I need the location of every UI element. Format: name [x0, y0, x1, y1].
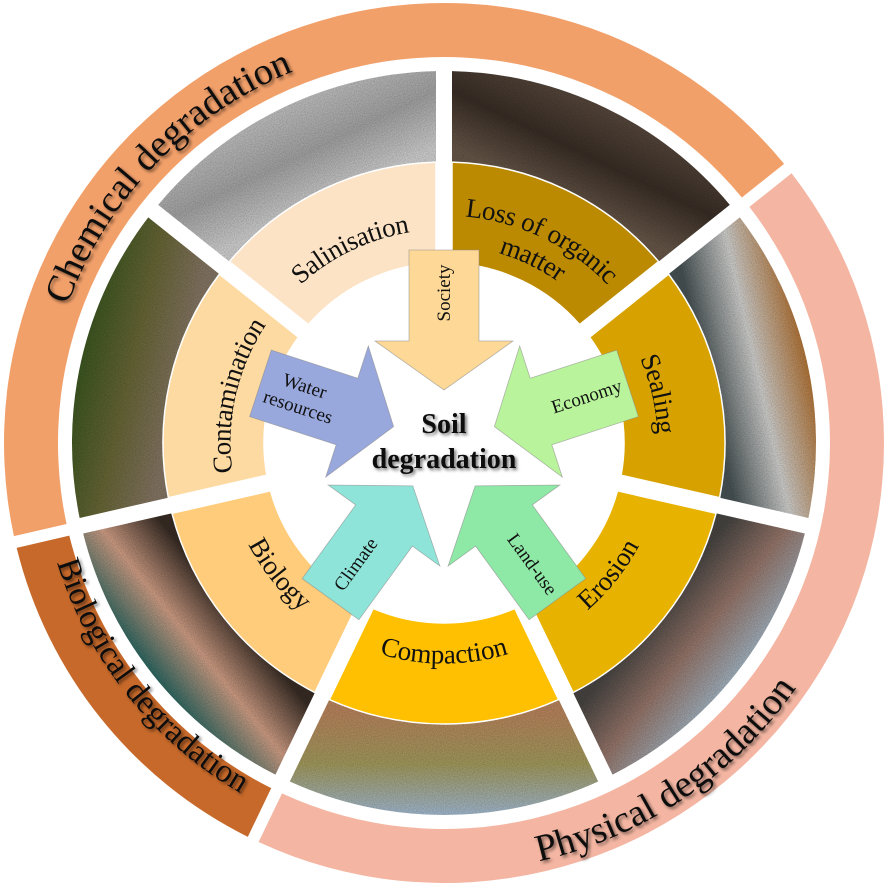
outer-ring-chemical: [4, 3, 785, 537]
driver-label-society: Society: [434, 264, 455, 321]
canyon-photo: [568, 510, 805, 775]
outer-ring-physical: [258, 173, 884, 883]
outer-ring: [4, 3, 884, 883]
driver-arrow-water-resources: Waterresources: [249, 344, 395, 479]
photo-ring: [71, 71, 816, 815]
building-street-photo: [659, 217, 816, 518]
cracked-salt-crust-photo: [158, 71, 437, 269]
center-title-line-1: Soil: [421, 409, 466, 440]
segment-compaction: Compaction: [328, 607, 560, 725]
center-title-line-2: degradation: [372, 444, 517, 475]
outer-ring-biological: [16, 535, 272, 837]
driver-arrow-society: Society: [373, 249, 515, 391]
soil-in-hand-photo: [451, 71, 730, 269]
earthworms-photo: [83, 510, 320, 775]
driver-arrow-climate: Climate: [301, 484, 441, 621]
waste-dump-photo: [71, 217, 229, 518]
center-title: Soil degradation: [372, 409, 517, 475]
driver-arrow-economy: Economy: [493, 344, 639, 479]
driver-arrow-land-use: Land-use: [447, 484, 587, 621]
segment-sealing: Sealing: [588, 273, 726, 499]
drivers-arrows: SocietyEconomyLand-useClimateWaterresour…: [249, 249, 639, 621]
dirt-road-photo: [289, 689, 599, 815]
